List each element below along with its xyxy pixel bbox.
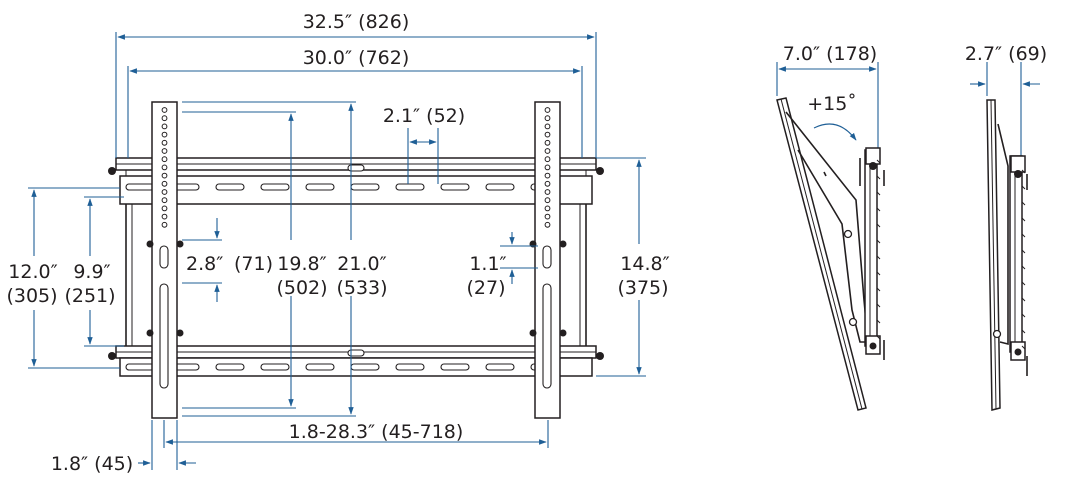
right-bracket	[529, 101, 567, 419]
bracket-spacing-label: 1.8-28.3″ (45-718)	[289, 421, 464, 443]
bracket-gap-mm-label: (71)	[234, 253, 273, 275]
slot-offset-in-label: 1.1″	[469, 253, 506, 275]
vert-range-mm-label: (502)	[276, 277, 327, 299]
outer-height-in-label: 12.0″	[8, 261, 57, 283]
dimension-lines-front	[28, 32, 646, 470]
side-view-flat: 2.7″ (69)	[965, 43, 1047, 411]
bracket-gap-in-label: 2.8″	[186, 253, 223, 275]
top-rail	[108, 157, 604, 205]
side-view-tilted: 7.0″ (178) +15˚	[776, 43, 885, 411]
frame-height-in-label: 14.8″	[620, 253, 669, 275]
min-spacing-label: 1.8″ (45)	[51, 453, 133, 475]
tilt-angle-label: +15˚	[807, 93, 857, 115]
outer-height-mm-label: (305)	[6, 285, 57, 307]
flat-depth-label: 2.7″ (69)	[965, 43, 1047, 65]
front-view-labels: 32.5″ (826) 30.0″ (762) 2.1″ (52) 2.8″ (…	[6, 11, 669, 475]
vert-range-in-label: 19.8″	[277, 253, 326, 275]
front-view: 32.5″ (826) 30.0″ (762) 2.1″ (52) 2.8″ (…	[6, 11, 669, 475]
overall-width-label: 32.5″ (826)	[303, 11, 410, 33]
bracket-length-mm-label: (533)	[336, 277, 387, 299]
bottom-rail	[108, 345, 604, 377]
left-bracket	[146, 101, 184, 419]
frame-height-mm-label: (375)	[617, 277, 668, 299]
bracket-length-in-label: 21.0″	[337, 253, 386, 275]
slot-offset-mm-label: (27)	[466, 277, 505, 299]
rail-width-label: 30.0″ (762)	[303, 47, 410, 69]
tilted-depth-label: 7.0″ (178)	[783, 43, 877, 65]
slot-spacing-label: 2.1″ (52)	[383, 105, 465, 127]
inner-height-in-label: 9.9″	[73, 261, 110, 283]
inner-height-mm-label: (251)	[64, 285, 115, 307]
